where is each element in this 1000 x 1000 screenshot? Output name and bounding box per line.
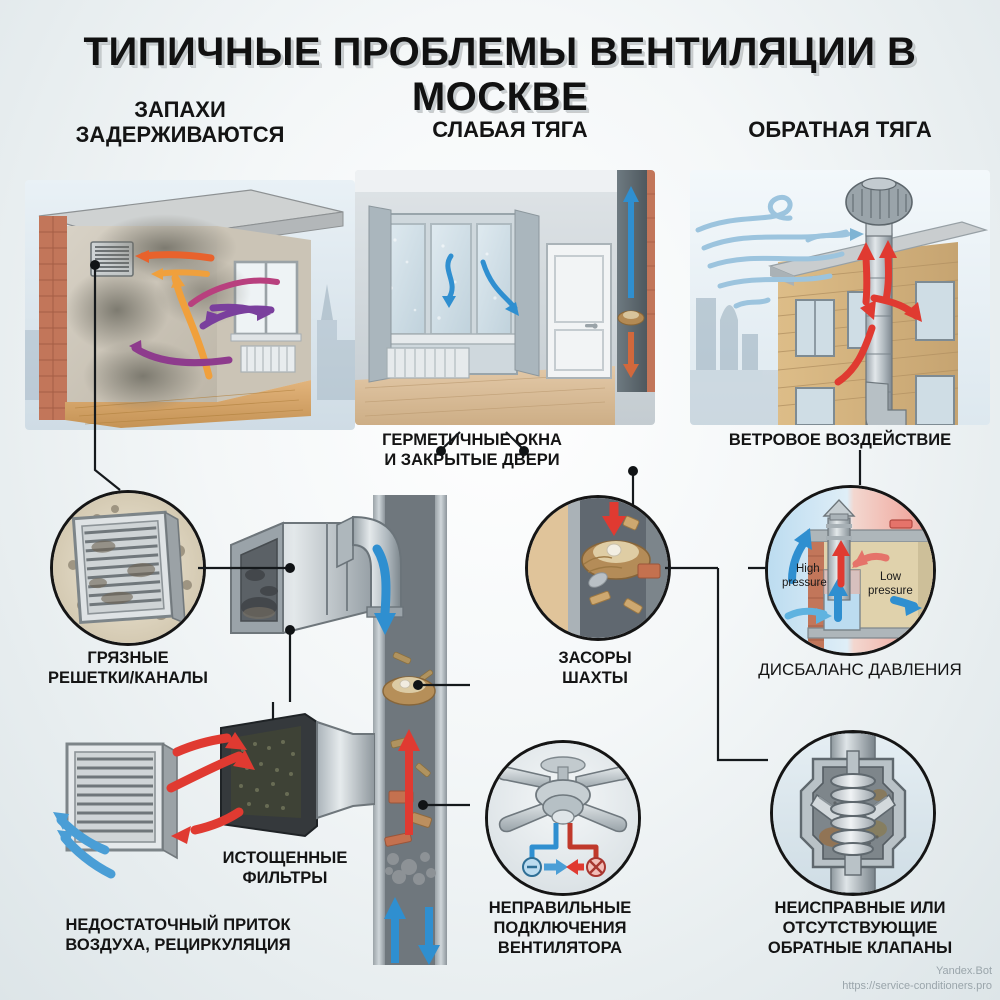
caption-insufficient-air-line1: НЕДОСТАТОЧНЫЙ ПРИТОК (65, 916, 291, 934)
caption-dirty-grilles-line1: ГРЯЗНЫЕ (87, 649, 169, 667)
caption-shaft-blockage: ЗАСОРЫ ШАХТЫ (505, 648, 685, 688)
caption-depleted-filters-line2: ФИЛЬТРЫ (242, 869, 328, 888)
column-heading-odors-line1: ЗАПАХИ (134, 97, 226, 122)
column-heading-odors-line2: ЗАДЕРЖИВАЮТСЯ (75, 121, 285, 147)
circle-check-valve (770, 730, 936, 896)
caption-wind-effect: ВЕТРОВОЕ ВОЗДЕЙСТВИЕ (700, 430, 980, 450)
caption-shaft-blockage-line2: ШАХТЫ (562, 669, 628, 688)
wind-streaks (695, 194, 851, 309)
caption-shaft-blockage-line1: ЗАСОРЫ (558, 649, 632, 667)
page-title: ТИПИЧНЫЕ ПРОБЛЕМЫ ВЕНТИЛЯЦИИ В МОСКВЕ (83, 30, 917, 119)
caption-dirty-grilles-line2: РЕШЕТКИ/КАНАЛЫ (48, 669, 208, 688)
caption-sealed-windows-line1: ГЕРМЕТИЧНЫЕ ОКНА (382, 431, 562, 449)
label-low-pressure-line2: pressure (868, 585, 913, 597)
airflow-arrows (129, 250, 280, 380)
caption-insufficient-air-line2: ВОЗДУХА, РЕЦИРКУЛЯЦИЯ (65, 936, 291, 955)
caption-check-valves-line1: НЕИСПРАВНЫЕ ИЛИ (774, 899, 946, 917)
caption-fan-wiring-line3: ВЕНТИЛЯТОРА (497, 939, 623, 958)
column-heading-weak-draft-line1: СЛАБАЯ ТЯГА (432, 117, 588, 142)
caption-fan-wiring-line2: ПОДКЛЮЧЕНИЯ (493, 919, 627, 938)
caption-check-valves-line2: ОТСУТСТВУЮЩИЕ (782, 919, 938, 938)
watermark-line1: Yandex.Bot (935, 965, 992, 978)
caption-check-valves-line3: ОБРАТНЫЕ КЛАПАНЫ (767, 939, 953, 958)
caption-pressure-imbalance-line1: ДИСБАЛАНС ДАВЛЕНИЯ (758, 660, 962, 679)
caption-wind-effect-line1: ВЕТРОВОЕ ВОЗДЕЙСТВИЕ (728, 431, 952, 449)
watermark: Yandex.Bot https://service-conditioners.… (842, 964, 992, 994)
column-heading-weak-draft: СЛАБАЯ ТЯГА (360, 117, 660, 143)
scene-wind-effect (690, 170, 990, 425)
scene-odors-room (25, 180, 355, 430)
label-low-pressure-line1: Low (880, 571, 902, 583)
column-heading-backdraft: ОБРАТНАЯ ТЯГА (690, 117, 990, 143)
caption-insufficient-air: НЕДОСТАТОЧНЫЙ ПРИТОК ВОЗДУХА, РЕЦИРКУЛЯЦ… (28, 915, 328, 955)
caption-depleted-filters: ИСТОЩЕННЫЕ ФИЛЬТРЫ (200, 848, 370, 888)
label-high-pressure-line1: High (796, 563, 820, 575)
art-dirty-duct (225, 515, 375, 645)
caption-check-valves: НЕИСПРАВНЫЕ ИЛИ ОТСУТСТВУЮЩИЕ ОБРАТНЫЕ К… (730, 898, 990, 958)
caption-fan-wiring-line1: НЕПРАВИЛЬНЫЕ (488, 899, 632, 917)
scene-sealed-room (355, 170, 655, 425)
caption-pressure-imbalance: ДИСБАЛАНС ДАВЛЕНИЯ (730, 660, 990, 681)
watermark-line2: https://service-conditioners.pro (842, 980, 992, 993)
circle-pressure-imbalance: High pressure Low pressure (765, 485, 936, 656)
column-heading-odors: ЗАПАХИ ЗАДЕРЖИВАЮТСЯ (20, 97, 340, 147)
caption-depleted-filters-line1: ИСТОЩЕННЫЕ (222, 849, 348, 867)
caption-sealed-windows-line2: И ЗАКРЫТЫЕ ДВЕРИ (384, 451, 560, 470)
caption-sealed-windows: ГЕРМЕТИЧНЫЕ ОКНА И ЗАКРЫТЫЕ ДВЕРИ (352, 430, 592, 470)
circle-dirty-grille (50, 490, 206, 646)
art-depleted-filters (35, 700, 375, 890)
circle-shaft-blockage (525, 495, 671, 641)
circle-fan-wiring (485, 740, 641, 896)
roof-turbine-icon (845, 177, 913, 237)
caption-fan-wiring: НЕПРАВИЛЬНЫЕ ПОДКЛЮЧЕНИЯ ВЕНТИЛЯТОРА (470, 898, 650, 958)
label-high-pressure-line2: pressure (782, 577, 827, 589)
caption-dirty-grilles: ГРЯЗНЫЕ РЕШЕТКИ/КАНАЛЫ (28, 648, 228, 688)
column-heading-backdraft-line1: ОБРАТНАЯ ТЯГА (748, 117, 932, 142)
art-central-shaft (335, 495, 480, 965)
